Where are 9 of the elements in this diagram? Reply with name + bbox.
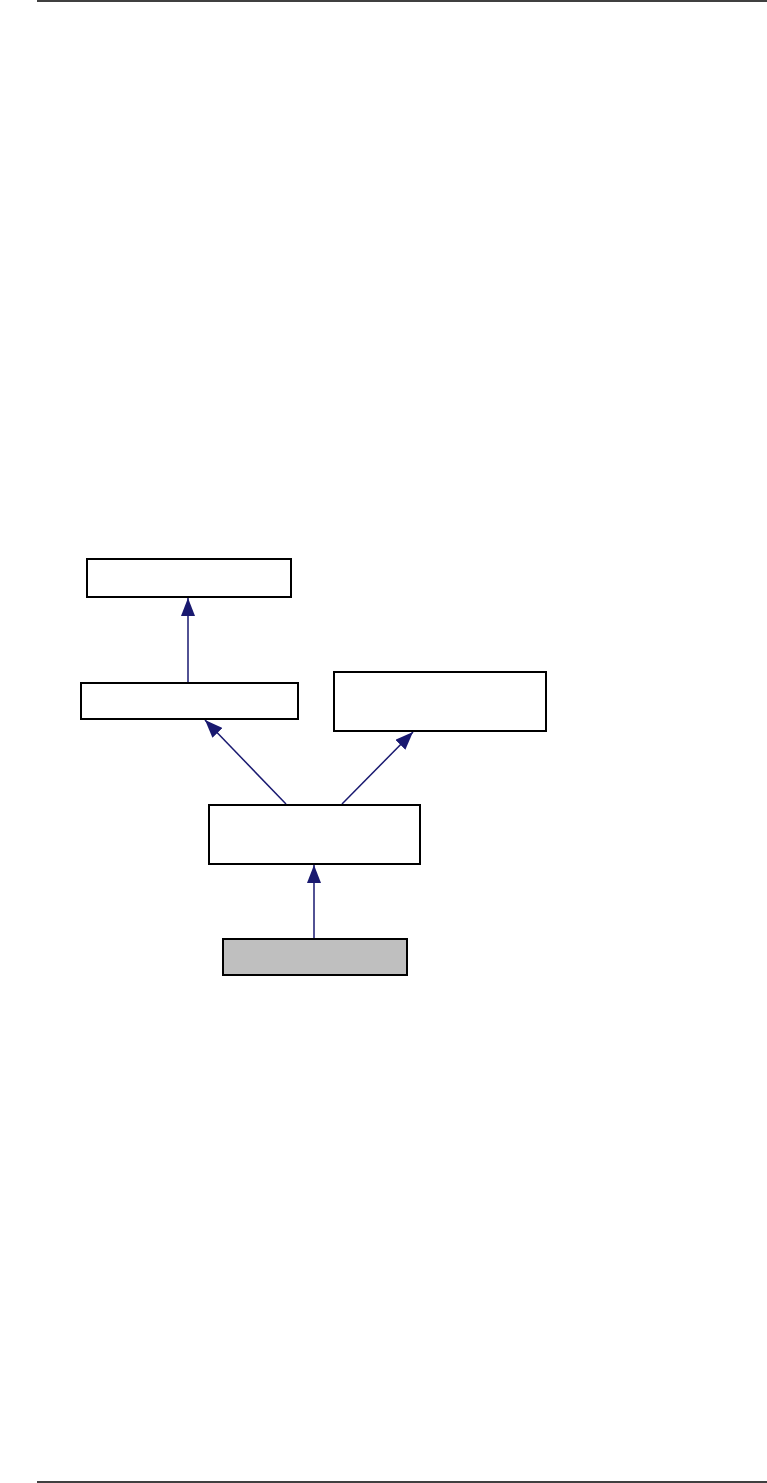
arrow: [204, 719, 287, 805]
class-box: [208, 804, 421, 865]
arrow: [341, 731, 414, 805]
class-box: [80, 682, 299, 720]
arrow: [307, 864, 321, 939]
highlighted-class-box: [222, 938, 408, 976]
class-box: [86, 558, 292, 598]
arrow: [181, 597, 195, 683]
class-box: [333, 671, 547, 732]
